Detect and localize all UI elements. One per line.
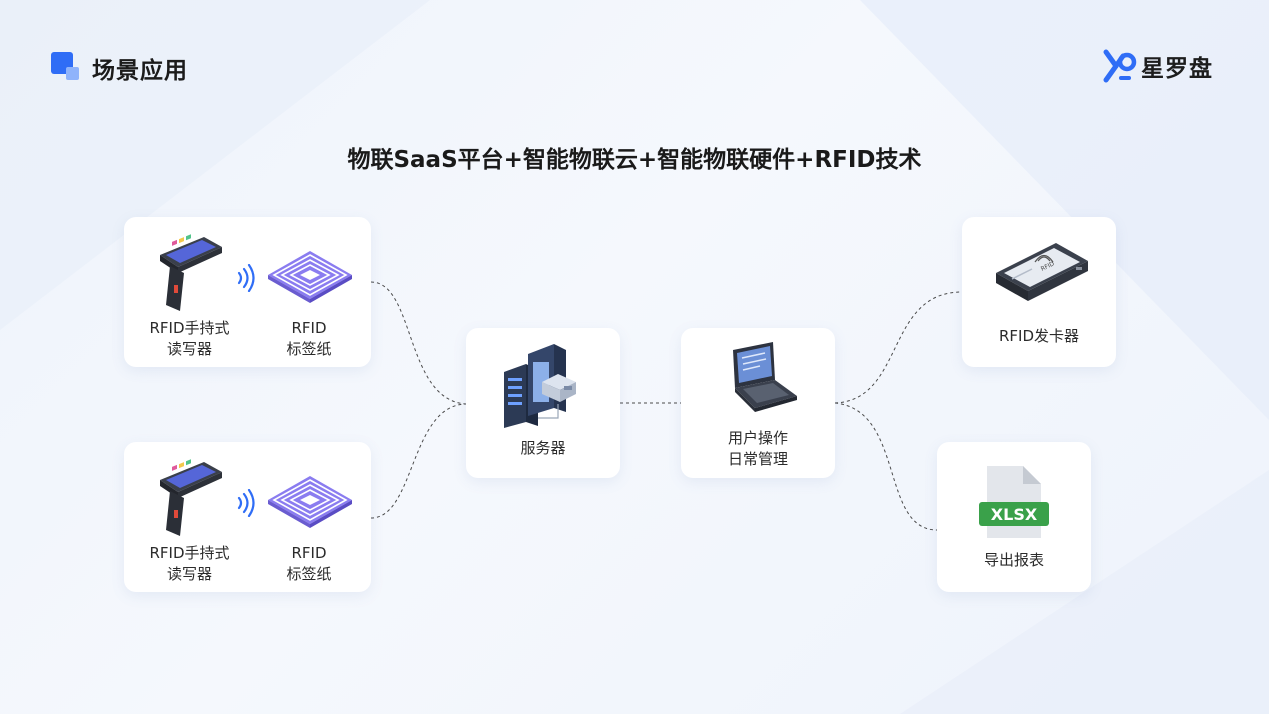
handheld-reader-icon xyxy=(160,234,222,311)
connector-reader2-server xyxy=(370,403,467,519)
handheld-reader-icon xyxy=(160,459,222,536)
section-marker-icon xyxy=(51,52,81,82)
rfid-issuer-card: RFID RFID发卡器 xyxy=(962,217,1116,367)
laptop-icon xyxy=(733,342,797,412)
user-operation-label: 用户操作 日常管理 xyxy=(727,429,788,468)
server-label: 服务器 xyxy=(520,439,566,457)
tag-label-1: RFID 标签纸 xyxy=(286,319,332,358)
reader-group-card-1: RFID手持式 读写器 RFID 标签纸 xyxy=(124,217,371,367)
brand-name: 星罗盘 xyxy=(1141,56,1213,82)
connector-user-issuer xyxy=(834,291,963,404)
connector-user-report xyxy=(834,402,938,531)
rfid-issuer-label: RFID发卡器 xyxy=(998,327,1080,345)
server-rack-icon xyxy=(504,344,576,428)
page-title: 物联SaaS平台+智能物联云+智能物联硬件+RFID技术 xyxy=(347,147,922,173)
rfid-tag-icon xyxy=(268,251,352,303)
wireless-signal-icon xyxy=(237,264,255,292)
xlsx-file-icon: XLSX xyxy=(979,466,1049,538)
brand-mark-icon xyxy=(1103,49,1137,83)
connector-reader1-server xyxy=(370,281,467,405)
rfid-tag-icon xyxy=(268,476,352,528)
export-report-card: XLSX 导出报表 xyxy=(937,442,1091,592)
reader-label-1: RFID手持式 读写器 xyxy=(149,319,230,358)
export-report-label: 导出报表 xyxy=(983,551,1044,569)
tag-label-2: RFID 标签纸 xyxy=(286,544,332,583)
section-title: 场景应用 xyxy=(92,58,188,84)
xlsx-badge-text: XLSX xyxy=(991,505,1038,524)
brand-logo: 星罗盘 xyxy=(1103,48,1213,84)
user-operation-card: 用户操作 日常管理 xyxy=(681,328,835,478)
server-card: 服务器 xyxy=(466,328,620,478)
reader-label-2: RFID手持式 读写器 xyxy=(149,544,230,583)
card-issuer-device-icon: RFID xyxy=(996,243,1088,301)
reader-group-card-2: RFID手持式 读写器 RFID 标签纸 xyxy=(124,442,371,592)
wireless-signal-icon xyxy=(237,489,255,517)
